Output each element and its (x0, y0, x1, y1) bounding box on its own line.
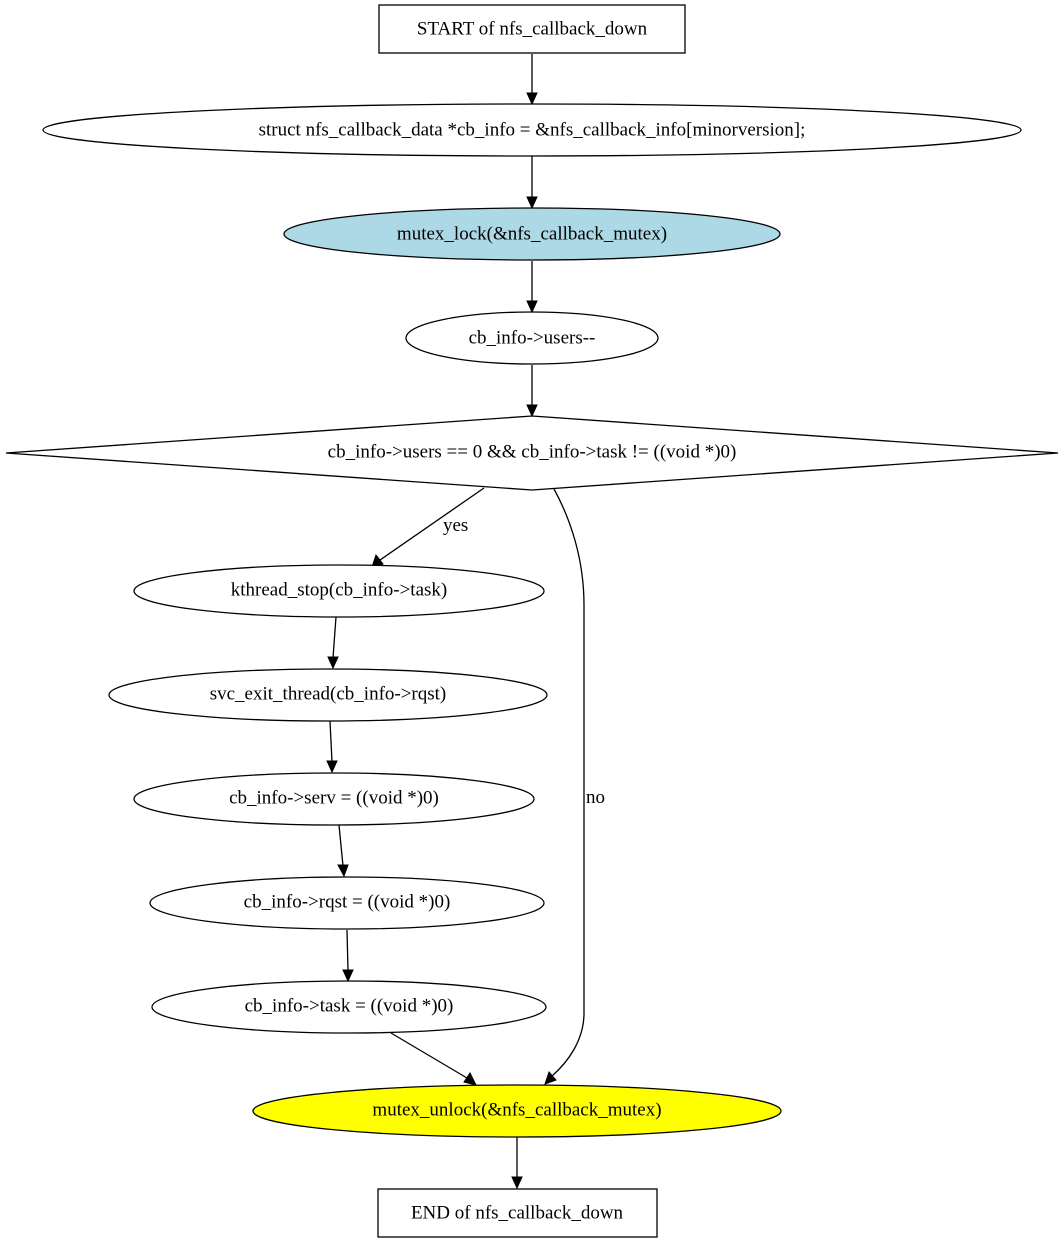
node-set-task-null: cb_info->task = ((void *)0) (151, 980, 547, 1034)
edge-set-task-to-unlock (390, 1032, 477, 1086)
node-cb-info-declaration: struct nfs_callback_data *cb_info = &nfs… (42, 103, 1022, 157)
node-end-label: END of nfs_callback_down (411, 1203, 624, 1224)
node-set-rqst-null-label: cb_info->rqst = ((void *)0) (244, 892, 451, 913)
node-set-task-null-label: cb_info->task = ((void *)0) (245, 996, 454, 1017)
node-kthread-stop-label: kthread_stop(cb_info->task) (231, 580, 448, 601)
edge-label-yes: yes (443, 515, 468, 536)
node-mutex-lock: mutex_lock(&nfs_callback_mutex) (283, 207, 781, 261)
node-set-serv-null: cb_info->serv = ((void *)0) (133, 772, 535, 826)
edge-label-no: no (586, 787, 605, 808)
node-condition-label: cb_info->users == 0 && cb_info->task != … (328, 442, 737, 463)
edge-kthread-stop-to-svc-exit (327, 616, 339, 670)
edge-start-to-decl (526, 54, 538, 106)
edge-set-rqst-to-set-task (342, 929, 354, 983)
node-condition: cb_info->users == 0 && cb_info->task != … (5, 415, 1059, 491)
node-svc-exit-thread-label: svc_exit_thread(cb_info->rqst) (210, 684, 447, 705)
node-set-rqst-null: cb_info->rqst = ((void *)0) (149, 876, 545, 930)
edge-dec-users-to-condition (526, 365, 538, 418)
node-start-label: START of nfs_callback_down (417, 19, 648, 40)
edge-lock-to-dec-users (526, 261, 538, 314)
node-kthread-stop: kthread_stop(cb_info->task) (133, 564, 545, 618)
node-mutex-unlock: mutex_unlock(&nfs_callback_mutex) (252, 1084, 782, 1138)
node-users-decrement: cb_info->users-- (405, 311, 659, 365)
edge-condition-to-kthread-stop: yes (371, 487, 485, 568)
node-users-decrement-label: cb_info->users-- (469, 328, 596, 349)
node-start: START of nfs_callback_down (378, 4, 686, 54)
node-mutex-unlock-label: mutex_unlock(&nfs_callback_mutex) (372, 1100, 661, 1121)
edge-svc-exit-to-set-serv (326, 720, 338, 774)
edge-unlock-to-end (511, 1137, 523, 1190)
edge-decl-to-lock (526, 156, 538, 210)
node-end: END of nfs_callback_down (377, 1188, 658, 1238)
node-cb-info-declaration-label: struct nfs_callback_data *cb_info = &nfs… (259, 120, 806, 141)
node-mutex-lock-label: mutex_lock(&nfs_callback_mutex) (397, 224, 667, 245)
edge-condition-to-unlock: no (544, 488, 605, 1085)
node-set-serv-null-label: cb_info->serv = ((void *)0) (229, 788, 439, 809)
edge-set-serv-to-set-rqst (337, 824, 349, 878)
node-svc-exit-thread: svc_exit_thread(cb_info->rqst) (108, 668, 548, 722)
